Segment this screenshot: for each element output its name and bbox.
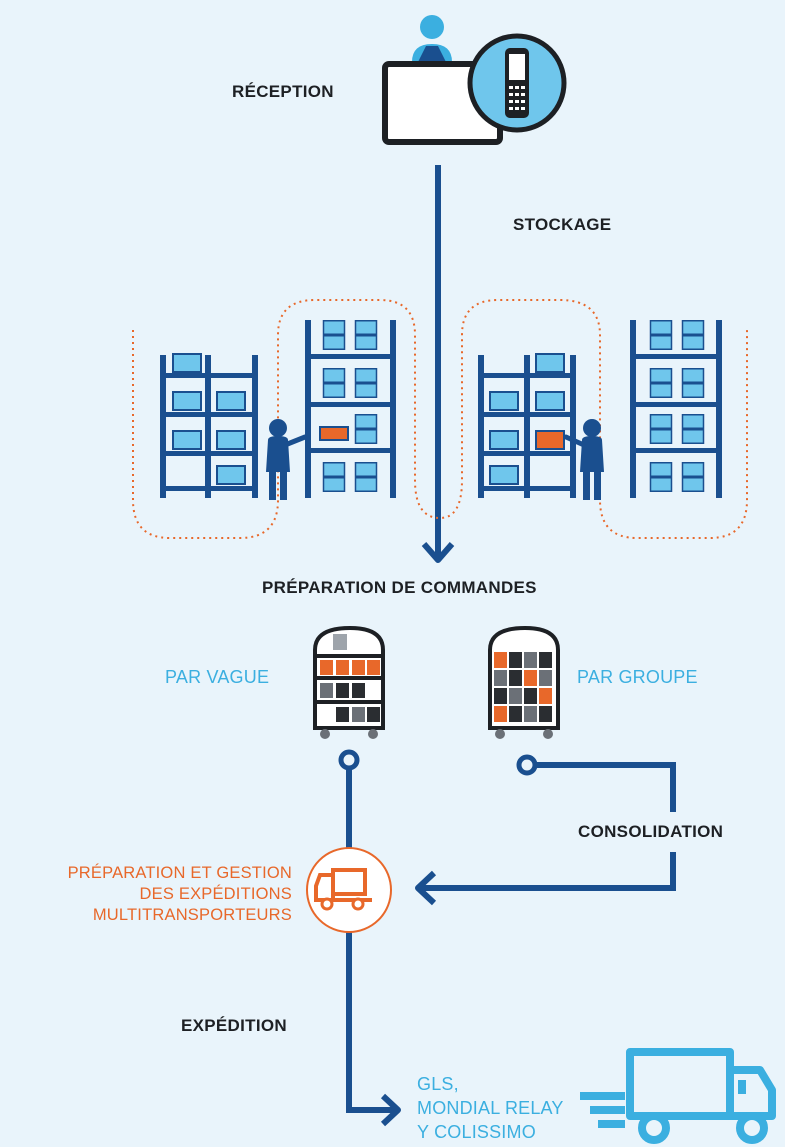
order-cart-icon (488, 625, 560, 739)
worker-icon (563, 419, 604, 500)
warehouse-shelf-icon (160, 353, 258, 498)
label-line: Y COLISSIMO (417, 1122, 536, 1142)
label-par-groupe: PAR GROUPE (577, 667, 698, 687)
delivery-truck-icon (580, 1048, 776, 1144)
person-icon (412, 15, 452, 62)
label-preparation-commandes: PRÉPARATION DE COMMANDES (262, 578, 537, 597)
warehouse-shelf-icon (478, 353, 576, 498)
label-line: MONDIAL RELAY (417, 1098, 564, 1118)
flow-arrow-icon (338, 749, 676, 1127)
label-expedition: EXPÉDITION (181, 1016, 287, 1035)
label-expedition-preparation: PRÉPARATION ET GESTION DES EXPÉDITIONS M… (68, 863, 292, 926)
label-carriers: GLS, MONDIAL RELAY Y COLISSIMO (417, 1072, 564, 1144)
label-line: PRÉPARATION ET GESTION (67, 864, 292, 882)
warehouse-shelf-icon (630, 320, 722, 498)
order-cart-icon (313, 625, 385, 739)
picking-path (132, 299, 748, 539)
delivery-truck-icon (306, 847, 392, 933)
label-line: MULTITRANSPORTEURS (92, 906, 292, 924)
label-reception: RÉCEPTION (232, 82, 334, 101)
label-par-vague: PAR VAGUE (165, 667, 270, 687)
warehouse-shelf-icon (305, 320, 396, 498)
label-line: DES EXPÉDITIONS (139, 885, 292, 903)
label-consolidation: CONSOLIDATION (578, 822, 724, 841)
flow-arrow-icon (421, 165, 455, 563)
worker-icon (266, 419, 308, 500)
label-stockage: STOCKAGE (513, 215, 612, 234)
handheld-scanner-icon (467, 33, 567, 133)
label-line: GLS, (417, 1074, 459, 1094)
